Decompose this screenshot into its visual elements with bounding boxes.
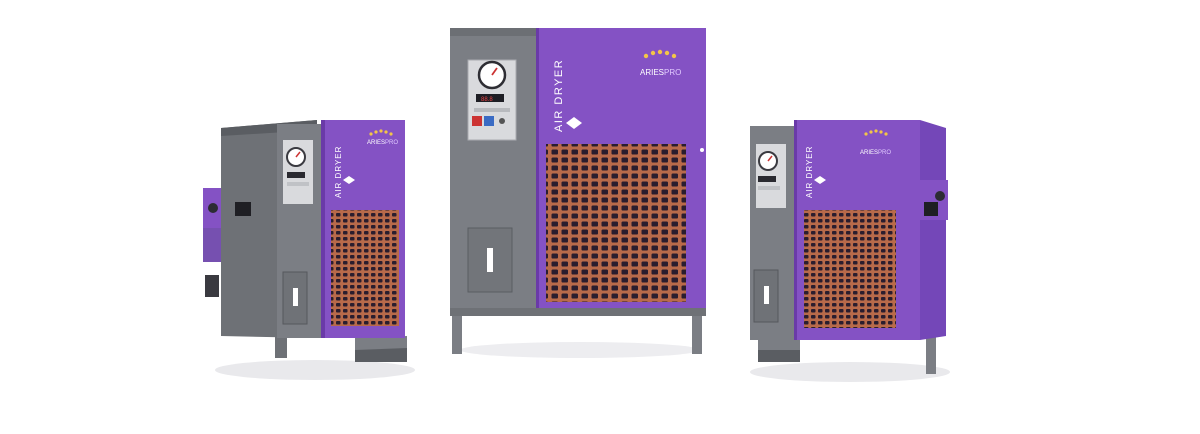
product-label: AIR DRYER (334, 146, 343, 198)
product-air-dryer-left: ARIESPRO AIR DRYER (203, 120, 415, 380)
product-air-dryer-center: 88.8 ARIESPRO AIR DRYER (450, 28, 706, 358)
brand-logo-text: ARIESPRO (367, 140, 398, 146)
svg-text:88.8: 88.8 (481, 97, 493, 103)
brand-logo-text-center: ARIESPRO (640, 68, 681, 77)
product-label-center: AIR DRYER (553, 59, 565, 132)
brand-logo-text-right: ARIESPRO (860, 150, 891, 156)
product-air-dryer-right: ARIESPRO AIR DRYER (750, 120, 950, 382)
product-label-right: AIR DRYER (805, 146, 814, 198)
